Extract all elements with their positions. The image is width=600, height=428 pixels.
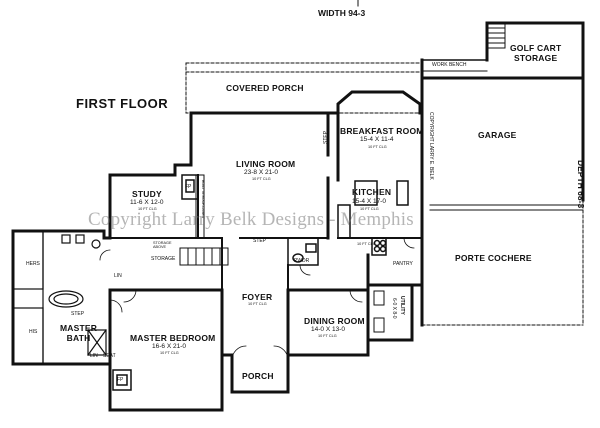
master-bedroom-ceiling: 10 FT CLG xyxy=(160,351,179,355)
kitchen-dimensions: 15-4 X 17-0 xyxy=(352,198,386,205)
storage-label: STORAGE xyxy=(151,256,176,262)
copyright-watermark: Copyright Larry Belk Designs - Memphis xyxy=(88,209,414,230)
master-fireplace-label: FP xyxy=(117,377,124,383)
covered-porch-outline xyxy=(185,62,423,114)
master-fireplace xyxy=(112,369,132,391)
breakfast-room-dimensions: 15-4 X 11-4 xyxy=(360,136,394,143)
dining-room-ceiling: 10 FT CLG xyxy=(318,334,337,338)
garage-label: GARAGE xyxy=(478,130,517,140)
kitchen-area-ceiling: 10 FT CLG xyxy=(357,242,376,246)
kitchen-ceiling: 10 FT CLG xyxy=(360,207,379,211)
study-label: STUDY xyxy=(132,189,162,199)
porte-cochere-label: PORTE COCHERE xyxy=(455,253,532,263)
pantry-label: PANTRY xyxy=(393,261,413,267)
breakfast-room-ceiling: 10 FT CLG xyxy=(368,145,387,149)
study-ceiling: 10 FT CLG xyxy=(138,207,157,211)
study-dimensions: 11-6 X 12-0 xyxy=(130,199,164,206)
study-fireplace-label: FP xyxy=(185,184,192,190)
foyer-ceiling: 10 FT CLG xyxy=(248,302,267,306)
first-floor-label: FIRST FLOOR xyxy=(76,96,169,111)
foyer-label: FOYER xyxy=(242,292,273,302)
storage-above-label: STORAGE ABOVE xyxy=(153,241,172,249)
master-bath-fixtures xyxy=(12,230,107,365)
depth-label: DEPTH 68-3 xyxy=(576,160,586,209)
master-bath-label: MASTER BATH xyxy=(60,323,98,343)
work-bench-label: WORK BENCH xyxy=(432,62,467,68)
master-bedroom-dimensions: 16-6 X 21-0 xyxy=(152,343,186,350)
utility-label: UTILITY xyxy=(399,296,405,315)
golf-cart-stairs xyxy=(421,22,506,72)
hall-stairs xyxy=(179,247,229,266)
kitchen-fixtures xyxy=(337,180,409,256)
linen-lower-label: LIN xyxy=(90,353,98,359)
pwdr-label: PWDR xyxy=(294,258,310,264)
hers-label: HERS xyxy=(26,261,40,267)
study-fireplace xyxy=(181,174,199,200)
utility-dimensions: 6-0 X 8-0 xyxy=(391,298,397,319)
living-room-dimensions: 23-8 X 21-0 xyxy=(244,169,278,176)
linen-upper-label: LIN xyxy=(114,273,122,279)
bath-step-label: STEP xyxy=(71,311,85,317)
breakfast-step-label: STEP xyxy=(323,130,329,144)
his-label: HIS xyxy=(29,329,38,335)
powder-room xyxy=(287,237,319,266)
garage-walls xyxy=(420,58,585,327)
dining-room-dimensions: 14-0 X 13-0 xyxy=(311,326,345,333)
door-swings xyxy=(99,237,415,361)
seat-label: SEAT xyxy=(103,353,116,359)
hall-step-label: STEP xyxy=(253,238,267,244)
kitchen-label: KITCHEN xyxy=(352,187,392,197)
copyright-side-label: COPYRIGHT LARRY E. BELK xyxy=(428,112,434,180)
golf-cart-storage-walls xyxy=(420,21,585,80)
living-room-label: LIVING ROOM xyxy=(236,159,296,169)
built-in-bookcases xyxy=(195,174,205,239)
golf-cart-storage-label: GOLF CART STORAGE xyxy=(510,43,562,63)
covered-porch-label: COVERED PORCH xyxy=(226,83,304,93)
utility-fixtures xyxy=(373,290,385,333)
breakfast-room-label: BREAKFAST ROOM xyxy=(340,126,424,136)
dining-room-label: DINING ROOM xyxy=(304,316,365,326)
porch-label: PORCH xyxy=(242,371,274,381)
living-room-ceiling: 10 FT CLG xyxy=(252,177,271,181)
width-label: WIDTH 94-3 xyxy=(318,8,366,18)
master-bedroom-label: MASTER BEDROOM xyxy=(130,333,216,343)
